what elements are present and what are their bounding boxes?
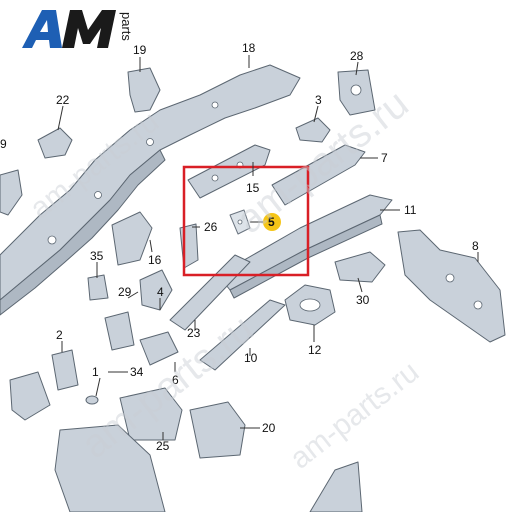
part-11-side <box>229 214 383 299</box>
callout-3[interactable]: 3 <box>315 93 322 107</box>
callout-7[interactable]: 7 <box>381 151 388 165</box>
callout-2[interactable]: 2 <box>56 328 63 342</box>
logo-suffix: parts <box>119 12 134 41</box>
bottom-frame-part <box>54 424 166 512</box>
highlight-badge-5 <box>263 213 281 231</box>
part-20-bracket <box>189 401 246 459</box>
part-8-plate <box>397 229 506 343</box>
callout-19[interactable]: 19 <box>133 43 147 57</box>
part-15-hole <box>211 174 219 182</box>
callout-18[interactable]: 18 <box>242 41 256 55</box>
part-22-bracket <box>37 127 73 159</box>
part-12-hole <box>299 298 321 312</box>
callout-8[interactable]: 8 <box>472 239 479 253</box>
logo-m-shape <box>62 10 116 48</box>
part-15-crossmember <box>187 144 271 199</box>
part-4-bracket <box>139 269 173 311</box>
part-26-bracket <box>179 223 199 269</box>
part-9-fragment <box>0 169 23 216</box>
watermark-text: am-parts.ru <box>284 355 425 475</box>
rail-hole <box>211 101 219 109</box>
leader-22 <box>57 105 64 131</box>
leader-1 <box>95 377 101 397</box>
callout-25[interactable]: 25 <box>156 439 170 453</box>
callout-10[interactable]: 10 <box>244 351 258 365</box>
logo-a-counter <box>40 20 48 32</box>
callout-9[interactable]: 9 <box>0 137 7 151</box>
callout-20[interactable]: 20 <box>262 421 276 435</box>
part-1-bolt <box>85 395 99 405</box>
leader-3 <box>313 105 319 123</box>
part-2-bracket <box>51 349 79 391</box>
part-10-rail <box>199 299 286 371</box>
callout-23[interactable]: 23 <box>187 326 201 340</box>
part-16-bracket <box>111 211 153 266</box>
leader-lines <box>57 55 479 440</box>
part-6-bracket <box>139 331 179 366</box>
callout-26[interactable]: 26 <box>204 220 218 234</box>
frame-rail-left <box>0 64 301 316</box>
callout-30[interactable]: 30 <box>356 293 370 307</box>
callout-16[interactable]: 16 <box>148 253 162 267</box>
rail-hole <box>94 191 102 199</box>
callout-11[interactable]: 11 <box>404 203 417 217</box>
part-30-bracket <box>334 251 386 283</box>
rail-hole <box>47 235 57 245</box>
callout-22[interactable]: 22 <box>56 93 70 107</box>
highlight-frame <box>182 165 310 277</box>
leader-29 <box>127 291 139 299</box>
part-29-bracket <box>104 311 135 351</box>
part-28-hole <box>350 84 362 96</box>
callout-34[interactable]: 34 <box>130 365 144 379</box>
callout-29[interactable]: 29 <box>118 285 132 299</box>
callout-15[interactable]: 15 <box>246 181 260 195</box>
part-19-bracket <box>127 67 161 113</box>
brand-logo: parts <box>22 10 134 48</box>
bottom-right-part <box>309 461 363 512</box>
callout-6[interactable]: 6 <box>172 373 179 387</box>
callout-28[interactable]: 28 <box>350 49 364 63</box>
callout-5[interactable]: 5 <box>268 215 275 229</box>
part-35-pad <box>87 274 109 301</box>
rail-hole <box>146 138 154 146</box>
callout-35[interactable]: 35 <box>90 249 104 263</box>
callout-12[interactable]: 12 <box>308 343 322 357</box>
callout-1[interactable]: 1 <box>92 365 99 379</box>
callout-labels: 18 19 28 22 3 7 15 26 5 11 35 16 8 29 4 … <box>0 41 479 453</box>
bottom-left-bracket <box>9 371 51 421</box>
part-5-hole <box>237 219 243 225</box>
leader-28 <box>355 61 359 76</box>
part-8-hole <box>473 300 483 310</box>
part-8-hole <box>445 273 455 283</box>
callout-4[interactable]: 4 <box>157 285 164 299</box>
leader-30 <box>357 277 363 293</box>
part-5-highlight-group <box>229 209 251 235</box>
rail-18-side <box>0 149 166 316</box>
part-25-plate <box>119 387 183 441</box>
leader-16 <box>149 239 153 253</box>
